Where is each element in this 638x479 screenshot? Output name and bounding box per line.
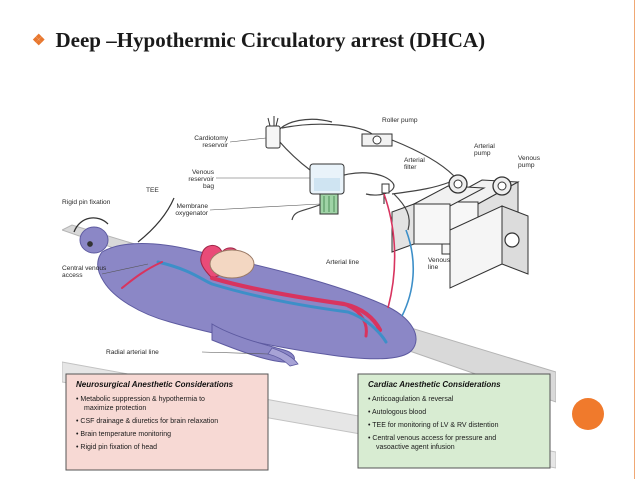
decorative-orange-circle xyxy=(572,398,604,430)
bullet-icon: ❖ xyxy=(32,33,46,49)
vessels xyxy=(121,260,388,344)
roller-pump xyxy=(361,133,393,147)
label-radial-line: Radial arterial line xyxy=(106,349,159,356)
patient xyxy=(79,226,417,367)
label-venous-line-2: line xyxy=(428,264,439,271)
label-roller-pump: Roller pump xyxy=(382,117,418,124)
label-central-venous-2: access xyxy=(62,272,83,279)
cardiac-item-3: • TEE for monitoring of LV & RV distenti… xyxy=(368,422,499,429)
dhca-diagram: Roller pump Cardiotomy reservoir Venous … xyxy=(62,112,556,478)
label-tee: TEE xyxy=(146,187,159,194)
label-venous-line-1: Venous xyxy=(428,257,451,264)
cardiotomy-reservoir xyxy=(265,116,281,149)
arterial-filter xyxy=(381,183,390,194)
neuro-item-4: • Rigid pin fixation of head xyxy=(76,444,157,451)
label-cardiotomy-2: reservoir xyxy=(202,142,228,149)
venous-reservoir-bag xyxy=(309,163,345,195)
label-venous-pump-2: pump xyxy=(518,162,535,169)
membrane-oxygenator xyxy=(319,193,339,215)
label-venous-pump-1: Venous xyxy=(518,155,541,162)
tee-probe xyxy=(137,197,175,243)
label-venous-reservoir-1: Venous xyxy=(192,169,215,176)
label-membrane-2: oxygenator xyxy=(175,210,208,217)
slide-title-text: Deep –Hypothermic Circulatory arrest (DH… xyxy=(55,28,486,52)
label-arterial-filter-2: filter xyxy=(404,164,417,171)
neuro-item-2: • CSF drainage & diuretics for brain rel… xyxy=(76,418,218,425)
cardiac-item-1: • Anticoagulation & reversal xyxy=(368,396,454,403)
cannula-lines xyxy=(383,193,415,317)
label-arterial-filter-1: Arterial xyxy=(404,157,425,164)
neuro-item-1b: maximize protection xyxy=(84,405,146,412)
label-rigid-pin: Rigid pin fixation xyxy=(62,199,111,206)
neuro-item-1: • Metabolic suppression & hypothermia to xyxy=(76,396,205,403)
slide-border-line xyxy=(634,0,635,479)
neuro-item-3: • Brain temperature monitoring xyxy=(76,431,171,438)
cardiac-considerations-box: Cardiac Anesthetic Considerations • Anti… xyxy=(357,373,551,469)
pin-fixation-frame xyxy=(73,217,109,247)
label-cardiotomy-1: Cardiotomy xyxy=(194,135,228,142)
cardiac-box-title: Cardiac Anesthetic Considerations xyxy=(368,380,501,389)
slide-title: ❖ Deep –Hypothermic Circulatory arrest (… xyxy=(32,28,485,53)
label-venous-reservoir-2: reservoir xyxy=(188,176,214,183)
label-arterial-pump-2: pump xyxy=(474,150,491,157)
tubing xyxy=(275,118,455,231)
neuro-considerations-box: Neurosurgical Anesthetic Considerations … xyxy=(65,373,269,471)
pump-console xyxy=(391,174,529,289)
pericardium xyxy=(209,249,255,279)
label-arterial-line: Arterial line xyxy=(326,259,359,266)
cardiac-item-4: • Central venous access for pressure and xyxy=(368,435,496,442)
label-central-venous-1: Central venous xyxy=(62,265,107,272)
diagram-labels: Roller pump Cardiotomy reservoir Venous … xyxy=(62,117,541,356)
label-membrane-1: Membrane xyxy=(176,203,208,210)
neuro-box-title: Neurosurgical Anesthetic Considerations xyxy=(76,380,234,389)
label-arterial-pump-1: Arterial xyxy=(474,143,495,150)
label-venous-reservoir-3: bag xyxy=(203,183,214,190)
cardiac-item-2: • Autologous blood xyxy=(368,409,426,416)
dhca-illustration: Roller pump Cardiotomy reservoir Venous … xyxy=(62,116,556,471)
cardiac-item-4b: vasoactive agent infusion xyxy=(376,444,455,451)
leader-lines xyxy=(101,137,321,355)
